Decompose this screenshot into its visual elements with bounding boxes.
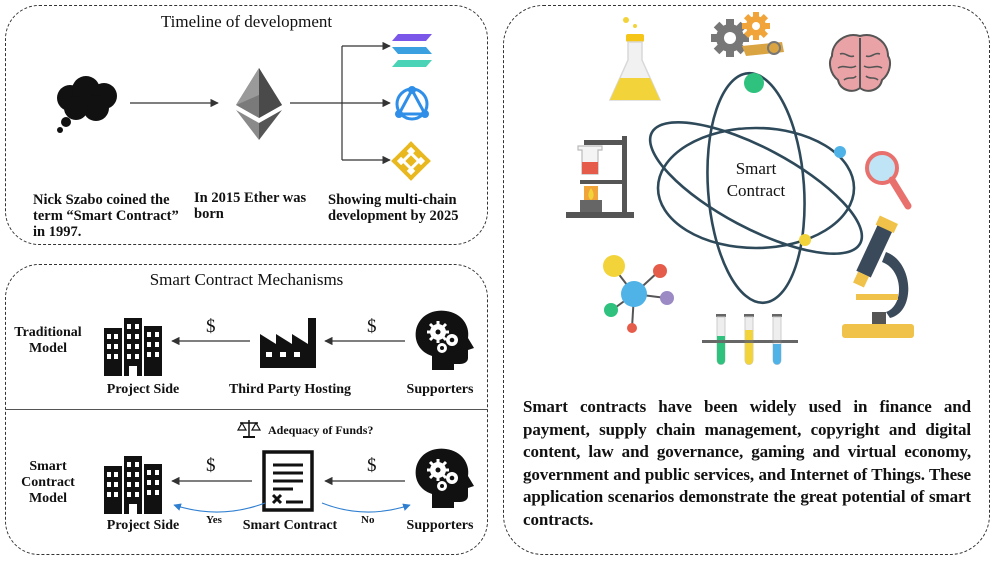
smart-contract-model-label: Smart Contract Model [21, 459, 75, 506]
gears-icon [711, 12, 784, 57]
mechanisms-title: Smart Contract Mechanisms [149, 270, 344, 289]
traditional-model-label: Traditional Model [14, 325, 82, 356]
factory-icon [260, 318, 316, 368]
smart-contract-node-label: Smart Contract [242, 518, 338, 533]
orbit-dot-yellow [799, 234, 811, 246]
orbit-dot-blue [834, 146, 846, 158]
timeline-step-1: Nick Szabo coined the term “Smart Contra… [33, 192, 179, 240]
timeline-title: Timeline of development [160, 12, 333, 31]
smart-project-side: Project Side [106, 518, 180, 533]
center-label-line-1: Smart [735, 159, 777, 178]
timeline-step-2: In 2015 Ether was born [194, 190, 307, 222]
test-tubes-icon [702, 314, 798, 365]
traditional-dollar-1: $ [206, 316, 216, 337]
center-label-line-2: Contract [726, 181, 786, 200]
binance-icon [391, 141, 431, 181]
traditional-supporters: Supporters [406, 382, 474, 397]
solana-icon [392, 34, 432, 67]
yes-label: Yes [206, 514, 222, 526]
magnifier-icon [865, 151, 912, 210]
timeline-panel [5, 5, 488, 245]
smart-dollar-1: $ [206, 455, 216, 476]
flask-icon [608, 17, 662, 101]
scale-icon [236, 420, 262, 438]
brain-icon [829, 34, 891, 92]
molecule-icon [603, 255, 674, 333]
applications-description: Smart contracts have been widely used in… [523, 397, 971, 529]
orbit-dot-green [744, 73, 764, 93]
traditional-dollar-2: $ [367, 316, 377, 337]
smart-dollar-2: $ [367, 455, 377, 476]
microscope-icon [842, 215, 914, 338]
traditional-project-side: Project Side [106, 382, 180, 397]
contract-document-icon [262, 450, 314, 512]
ethereum-icon [236, 68, 282, 140]
smart-contract-center-label: Smart Contract [700, 158, 812, 202]
applications-panel [503, 5, 990, 555]
smart-supporters: Supporters [406, 518, 474, 533]
thought-cloud-icon [57, 76, 117, 133]
multichain-icon [395, 86, 429, 121]
adequacy-of-funds-label: Adequacy of Funds? [268, 423, 374, 437]
mechanisms-divider [5, 409, 488, 410]
no-label: No [361, 514, 375, 526]
timeline-step-3: Showing multi-chain development by 2025 [328, 192, 459, 224]
traditional-third-party: Third Party Hosting [228, 382, 352, 397]
lab-stand-icon [566, 136, 634, 218]
